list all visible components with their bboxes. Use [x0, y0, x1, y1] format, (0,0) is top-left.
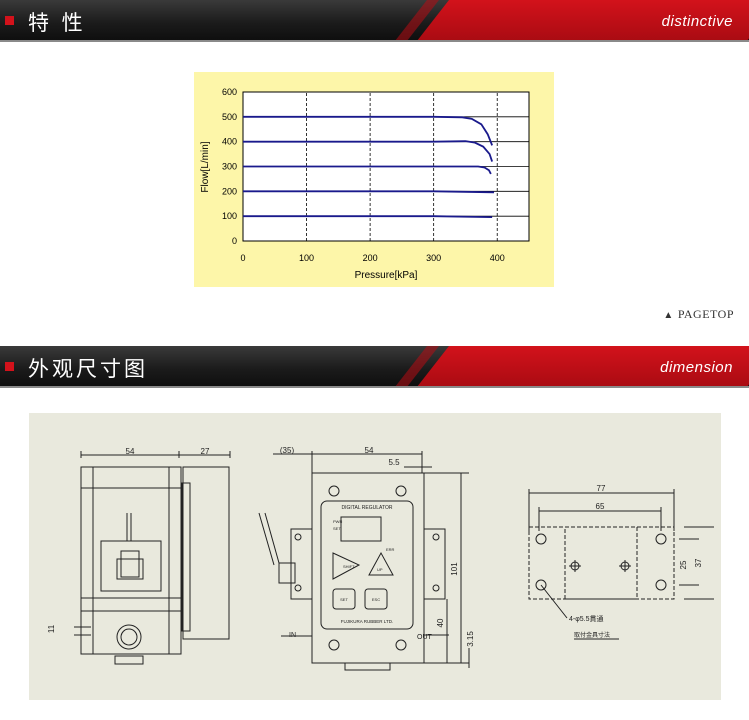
chart-series-line [243, 165, 492, 175]
chart-series-line [243, 140, 493, 162]
esc-button [364, 588, 388, 610]
chart-series-line [243, 190, 495, 194]
dim-front-offset: 11 [47, 624, 56, 633]
led-pwr-label: PWR [333, 519, 342, 524]
mount-caption: 取付金具寸法 [574, 631, 610, 639]
dim-side-height-lower: 40 [436, 618, 445, 627]
chart-ytick-label: 600 [222, 87, 237, 97]
chart-xtick-label: 400 [490, 253, 505, 263]
chart-ytick-label: 100 [222, 211, 237, 221]
chart-ylabel: Flow[L/min] [200, 141, 211, 192]
chart-xtick-label: 100 [299, 253, 314, 263]
brand-top-label: DIGITAL REGULATOR [342, 505, 393, 511]
section-subtitle: distinctive [661, 13, 733, 30]
mount-holes-note: 4-φ5.5貫通 [569, 614, 604, 623]
mount-view: 77 65 25 37 4-φ5.5貫通 取付金具寸法 [528, 484, 714, 640]
header-bullet-icon [5, 362, 14, 371]
in-port-label: IN [289, 632, 296, 639]
triangle-up-icon: ▲ [663, 310, 674, 321]
dim-mount-height-inner: 25 [679, 560, 688, 569]
dim-side-gap: 5.5 [388, 458, 400, 467]
chart-ytick-label: 400 [222, 137, 237, 147]
header-divider [0, 40, 749, 42]
shift-button [332, 552, 361, 580]
chart-ytick-label: 200 [222, 186, 237, 196]
chart-svg: 0 100 200 300 400 500 600 0 100 200 300 400 Pressur… [200, 87, 530, 281]
front-side-body [182, 466, 230, 640]
dimension-drawing-panel: 54 27 11 (35) 54 5.5 [29, 413, 721, 700]
led-err-label: ERR [386, 547, 395, 552]
up-label: UP [377, 567, 383, 572]
header-divider [0, 386, 749, 388]
led-set-label: SET [333, 526, 341, 531]
chart-series-line [243, 115, 493, 146]
dim-side-base: 3.15 [466, 631, 475, 647]
set-label: SET [340, 597, 348, 602]
flow-pressure-chart: 0 100 200 300 400 500 600 0 100 200 300 400 Pressur… [194, 72, 554, 287]
display-window [340, 516, 382, 542]
dim-front-width: 54 [126, 447, 135, 456]
section-header-dimension: 外观尺寸图 dimension [0, 346, 749, 388]
dim-mount-outer: 77 [597, 484, 606, 493]
front-view: 54 27 11 [47, 447, 231, 665]
dim-mount-height-outer: 37 [694, 558, 703, 567]
chart-ytick-label: 500 [222, 112, 237, 122]
chart-ytick-label: 300 [222, 162, 237, 172]
section-title: 外观尺寸图 [28, 357, 148, 381]
brand-bottom-label: FUJIKURA RUBBER LTD. [341, 619, 393, 624]
out-port-label: OUT [417, 634, 433, 641]
esc-label: ESC [372, 597, 380, 602]
chart-series-line [243, 215, 493, 219]
dim-side-height: 101 [450, 562, 459, 576]
pagetop-label: PAGETOP [677, 307, 734, 321]
regulator-panel [320, 500, 414, 630]
side-view: (35) 54 5.5 DIGITAL REGULATOR PWR SET ER… [258, 446, 475, 671]
dim-mount-inner: 65 [596, 502, 605, 511]
chart-ytick-label: 0 [232, 236, 237, 246]
section-header-distinctive: 特 性 distinctive [0, 0, 749, 42]
chart-xtick-label: 300 [426, 253, 441, 263]
shift-label: SHIFT [343, 564, 355, 569]
chart-xtick-label: 200 [363, 253, 378, 263]
front-body [80, 466, 182, 655]
header-bullet-icon [5, 16, 14, 25]
chart-xlabel: Pressure[kPa] [355, 270, 418, 281]
section-subtitle: dimension [660, 359, 733, 376]
dim-side-width: 54 [365, 446, 374, 455]
section-title: 特 性 [28, 11, 86, 35]
dim-front-depth: 27 [201, 447, 210, 456]
dimension-drawing: 54 27 11 (35) 54 5.5 [47, 446, 714, 671]
up-button [368, 551, 394, 576]
mount-bracket [528, 526, 675, 600]
pagetop-link[interactable]: ▲PAGETOP [663, 307, 734, 322]
set-button [332, 588, 356, 610]
dim-side-offset: (35) [280, 446, 295, 455]
chart-xtick-label: 0 [240, 253, 245, 263]
